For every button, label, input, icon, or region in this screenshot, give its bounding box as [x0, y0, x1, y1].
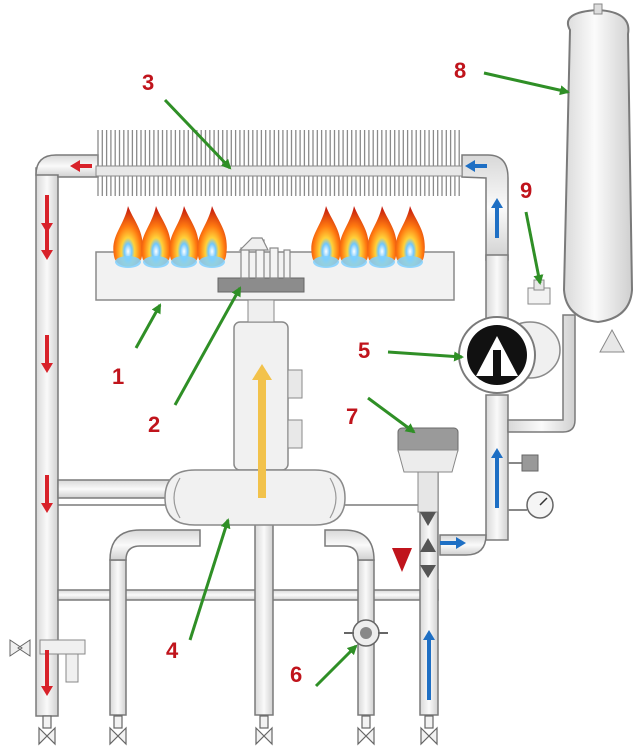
flame-icon — [141, 206, 171, 268]
callout-pointer-4 — [188, 518, 231, 641]
diverter-valve-body — [397, 449, 459, 473]
flame-icon — [197, 206, 227, 268]
tank-drain-valve-icon — [599, 328, 625, 353]
callouts: 1 2 3 4 5 6 7 8 9 — [112, 58, 570, 688]
bottom-valves — [38, 715, 438, 746]
valve-icon — [255, 715, 273, 746]
plate-heat-exchanger — [164, 469, 346, 526]
gas-valve-knob-bottom — [287, 419, 303, 449]
flame-icon — [169, 206, 199, 268]
diverter-indicator-icon — [392, 548, 412, 572]
flame-icon — [367, 206, 397, 268]
callout-pointer-6 — [314, 644, 358, 688]
callout-number-2: 2 — [148, 412, 160, 437]
arrow-icon — [440, 537, 466, 549]
flame-icon — [113, 206, 143, 268]
arrow-icon — [70, 160, 92, 172]
callout-number-3: 3 — [142, 70, 154, 95]
diverter-valve-flap — [420, 512, 436, 578]
dhw-outlet-elbow — [109, 529, 201, 561]
electrodes — [238, 237, 291, 279]
valve-icon — [420, 715, 438, 746]
callout-pointer-5 — [387, 350, 464, 362]
gas-flow-arrow — [252, 364, 272, 498]
callout-pointer-2 — [173, 286, 242, 406]
callout-number-7: 7 — [346, 404, 358, 429]
heat-exchanger-tube — [95, 165, 463, 177]
burner-flames — [113, 206, 425, 268]
flame-icon — [395, 206, 425, 268]
heat-exchanger-fins — [97, 130, 460, 196]
gas-valve-neck — [247, 299, 275, 323]
arrow-icon — [423, 630, 435, 700]
valve-icon — [357, 715, 375, 746]
callout-pointer-9 — [524, 211, 544, 285]
callout-number-1: 1 — [112, 364, 124, 389]
arrow-icon — [41, 650, 53, 696]
tank-feed-pipe — [507, 314, 576, 433]
callout-pointer-1 — [134, 303, 162, 349]
pressure-sensor — [521, 454, 539, 472]
arrow-icon — [41, 335, 53, 373]
gas-manifold — [217, 277, 305, 293]
flame-icon — [339, 206, 369, 268]
callout-number-5: 5 — [358, 338, 370, 363]
callout-number-9: 9 — [520, 178, 532, 203]
expansion-tank — [562, 8, 634, 324]
callout-number-4: 4 — [166, 638, 179, 663]
dhw-outlet-pipe — [109, 559, 127, 716]
arrow-icon — [465, 160, 487, 172]
valve-icon — [38, 715, 56, 746]
flow-arrows — [41, 160, 503, 700]
gas-valve-knob-top — [287, 369, 303, 399]
arrow-icon — [41, 222, 53, 260]
safety-valve-icon — [9, 639, 31, 657]
callout-pointer-3 — [163, 98, 232, 170]
cold-inlet-elbow — [324, 529, 375, 561]
arrow-icon — [41, 475, 53, 513]
top-left-elbow — [35, 154, 99, 178]
valve-icon — [109, 715, 127, 746]
flame-icon — [311, 206, 341, 268]
pipework — [35, 154, 576, 717]
callout-pointer-7 — [367, 396, 416, 434]
callout-number-6: 6 — [290, 662, 302, 687]
arrow-icon — [491, 448, 503, 508]
callout-number-8: 8 — [454, 58, 466, 83]
arrow-icon — [491, 198, 503, 238]
callout-pointer-8 — [483, 71, 570, 96]
arrow-icon — [41, 195, 53, 233]
lower-right-elbow — [439, 534, 487, 556]
